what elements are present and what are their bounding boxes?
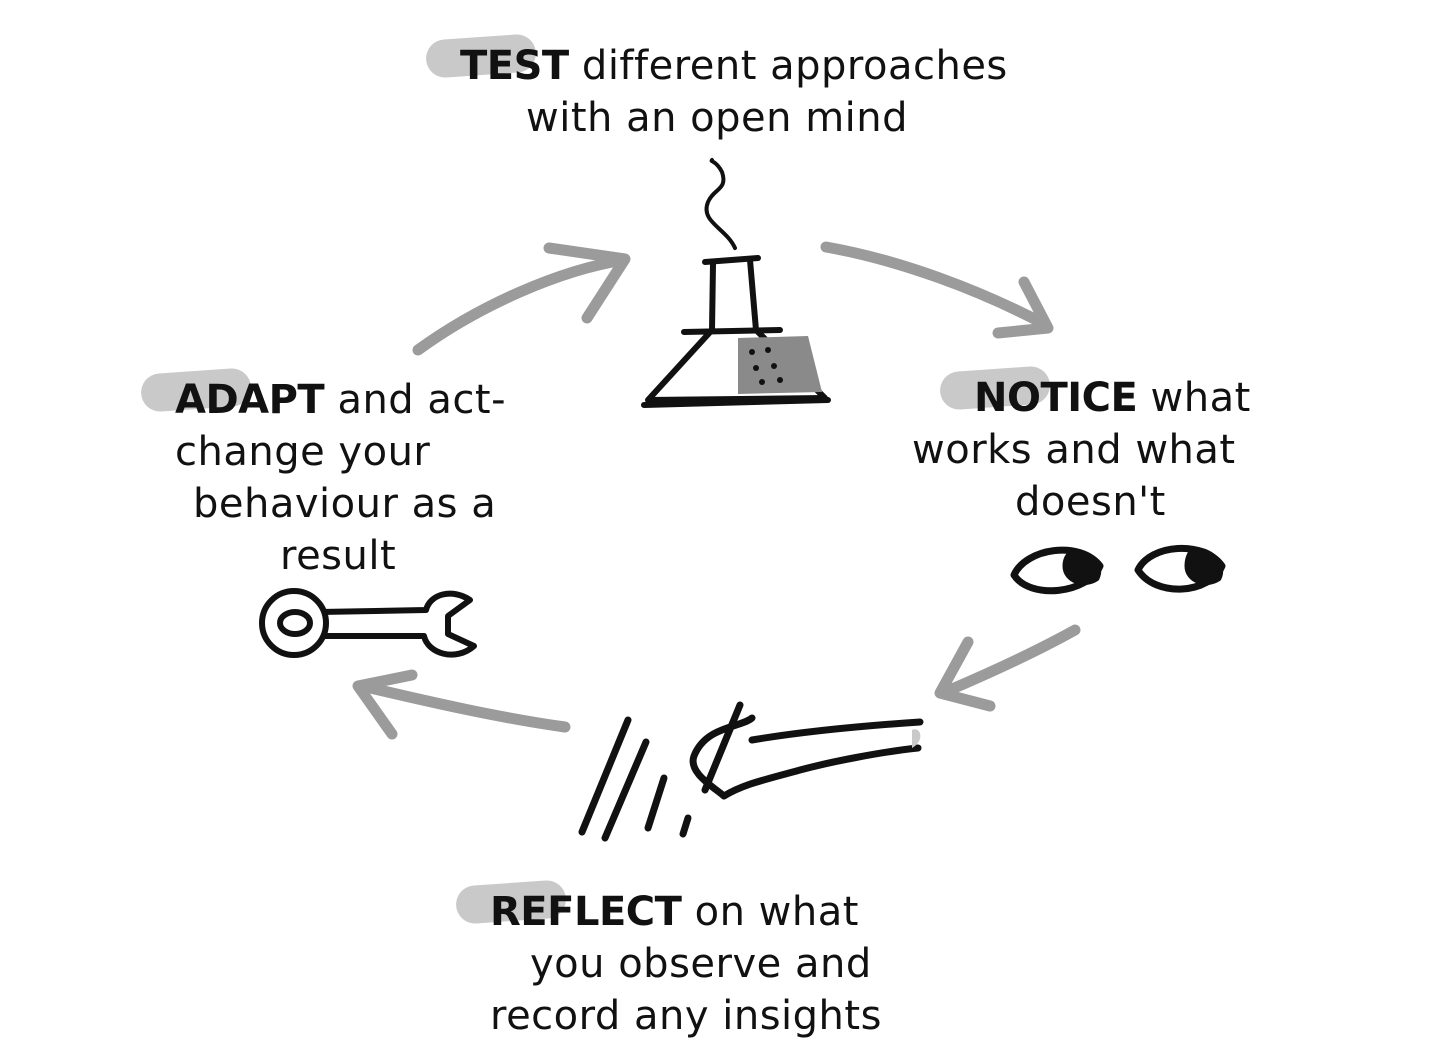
step-reflect-line-1: on what — [694, 889, 859, 935]
arrow-notice-to-reflect — [934, 624, 1081, 712]
step-notice-line-3: doesn't — [1015, 479, 1166, 525]
writing-hand-icon — [578, 701, 924, 842]
step-notice-line-2: works and what — [912, 427, 1236, 473]
arrow-reflect-to-adapt — [352, 669, 571, 740]
step-reflect-line-2: you observe and — [530, 941, 872, 987]
step-notice-line-1: what — [1150, 375, 1251, 421]
step-adapt: ADAPT and act- change your behaviour as … — [175, 374, 506, 582]
wrench-icon — [259, 588, 477, 658]
step-reflect-line-3: record any insights — [490, 993, 882, 1039]
step-adapt-line-2: change your — [175, 429, 431, 475]
keyword-notice: NOTICE — [974, 375, 1138, 421]
keyword-reflect: REFLECT — [490, 889, 682, 935]
keyword-test: TEST — [460, 43, 569, 89]
keyword-adapt: ADAPT — [175, 377, 325, 423]
step-test: TEST different approaches with an open m… — [460, 40, 1008, 144]
step-adapt-line-1: and act- — [337, 377, 507, 423]
step-adapt-line-4: result — [280, 533, 397, 579]
step-reflect: REFLECT on what you observe and record a… — [490, 886, 882, 1042]
step-test-line-1: different approaches — [581, 43, 1008, 89]
flask-icon — [641, 158, 831, 408]
step-adapt-line-3: behaviour as a — [193, 481, 497, 527]
arrow-test-to-notice — [820, 241, 1054, 339]
arrow-adapt-to-test — [412, 242, 631, 356]
cycle-arrows — [352, 241, 1081, 740]
step-notice: NOTICE what works and what doesn't — [912, 372, 1251, 528]
eyes-icon — [1010, 544, 1226, 595]
step-test-line-2: with an open mind — [526, 95, 909, 141]
